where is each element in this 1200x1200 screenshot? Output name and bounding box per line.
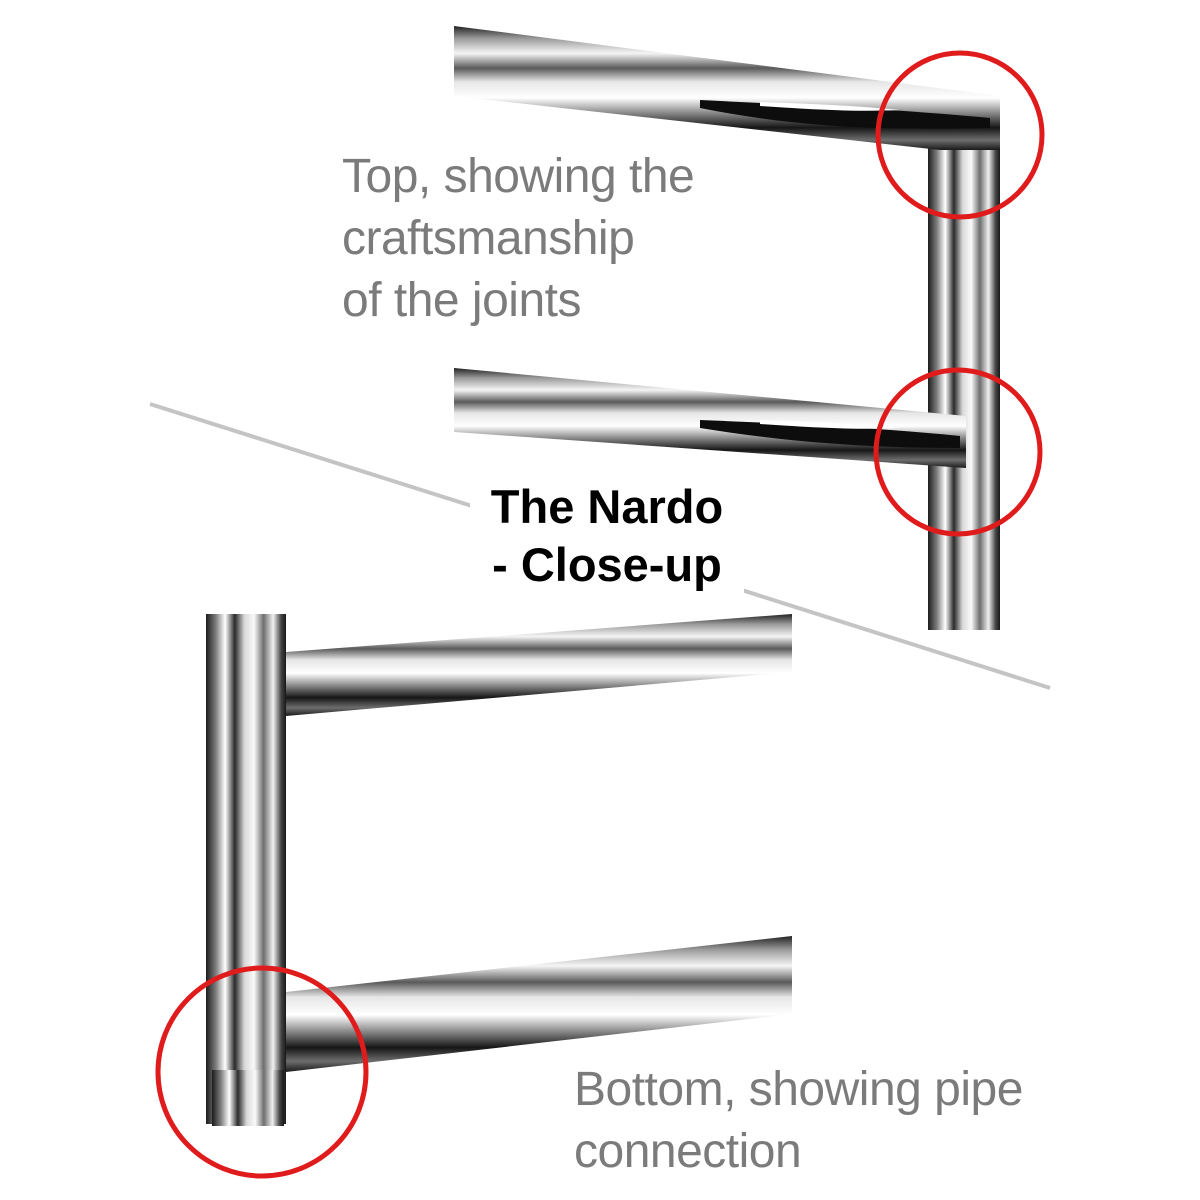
top-caption-line-3: of the joints (342, 274, 581, 327)
highlight-circle-top-corner (875, 50, 1045, 220)
pipe-connection-stub (212, 1070, 284, 1126)
upper-bar-reflection (700, 100, 990, 129)
bottom-rail-assembly (206, 614, 792, 1126)
bottom-caption: Bottom, showing pipe connection (574, 1059, 1023, 1183)
top-caption-line-1: Top, showing the (342, 150, 695, 203)
top-vertical-post (928, 96, 1000, 630)
product-title: The Nardo - Close-up (470, 478, 744, 594)
bottom-caption-line-1: Bottom, showing pipe (574, 1063, 1023, 1116)
product-title-line-2: - Close-up (492, 538, 722, 591)
bottom-lower-bar (286, 936, 792, 1072)
product-title-line-1: The Nardo (490, 480, 724, 533)
upper-bar-highlight (760, 102, 900, 111)
top-caption-line-2: craftsmanship (342, 212, 635, 265)
divider-line (149, 402, 1051, 690)
lower-bar-highlight (760, 420, 900, 429)
lower-bar-reflection (700, 420, 960, 448)
top-upper-bar (454, 26, 1000, 150)
bottom-vertical-post (206, 614, 286, 1124)
bottom-caption-line-2: connection (574, 1125, 802, 1178)
highlight-circles (155, 50, 1045, 1179)
bottom-upper-bar (286, 614, 792, 716)
top-rail-assembly (454, 26, 1000, 630)
highlight-circle-bottom-joint (155, 965, 369, 1179)
top-caption: Top, showing the craftsmanship of the jo… (342, 146, 695, 332)
highlight-circle-mid-joint (873, 367, 1043, 537)
top-lower-bar (454, 368, 966, 468)
